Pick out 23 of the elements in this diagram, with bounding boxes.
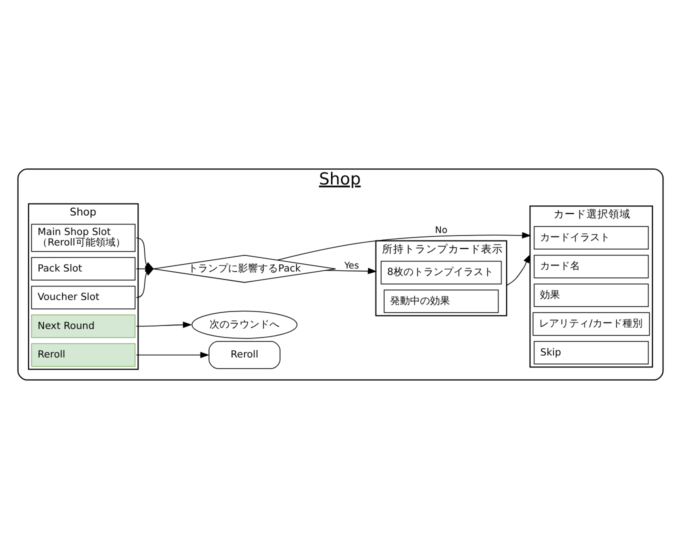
node-box: Reroll [31, 342, 136, 366]
edge-label: Yes [344, 261, 359, 272]
node-ellipse: 次のラウンドへ [192, 310, 298, 338]
node-box: Voucher Slot [31, 285, 136, 309]
arrow [136, 351, 210, 358]
node-box: Main Shop Slot （Reroll可能領域） [31, 223, 136, 252]
node-box: 発動中の効果 [384, 289, 499, 313]
arrow [136, 321, 192, 328]
node-box: レアリティ/カード種別 [532, 312, 650, 336]
node-box: Skip [534, 340, 649, 364]
node-diamond: トランプに影響するPack [153, 254, 336, 282]
arrow [506, 254, 531, 286]
node-box: カード名 [534, 254, 649, 278]
node-box: Reroll [208, 340, 280, 368]
arrow [325, 267, 377, 274]
arrow [277, 232, 532, 260]
arrow [136, 268, 154, 298]
node-box: カードイラスト [534, 226, 649, 250]
node-box: 8枚のトランプイラスト [380, 260, 502, 284]
node-box: Pack Slot [31, 256, 136, 280]
node-box: 効果 [534, 283, 649, 306]
node-box: Next Round [31, 314, 136, 338]
edge-label: No [435, 226, 448, 236]
